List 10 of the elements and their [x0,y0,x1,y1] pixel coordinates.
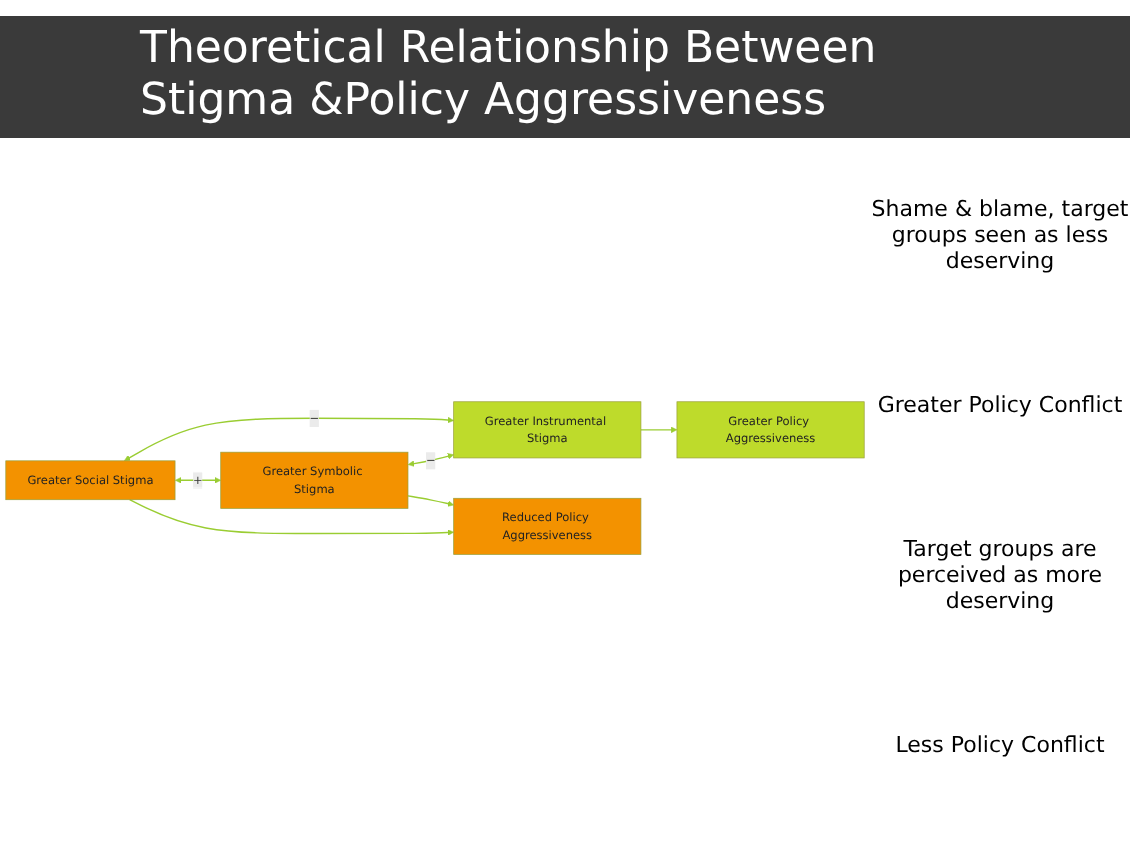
annotation-text: Shame & blame, target groups seen as less deserving [870,196,1130,275]
annotation-text: Greater Policy Conflict [875,392,1125,419]
arrow [175,476,221,483]
arrow [407,494,454,507]
arrow [124,416,454,461]
annotation-text: Target groups are perceived as more deserving [895,536,1105,615]
arrow [640,426,678,433]
title-banner: Theoretical Relationship Between Stigma &Policy Aggressiveness [0,16,1130,138]
annotation-text: Less Policy Conflict [893,732,1107,759]
arrow [128,498,454,536]
